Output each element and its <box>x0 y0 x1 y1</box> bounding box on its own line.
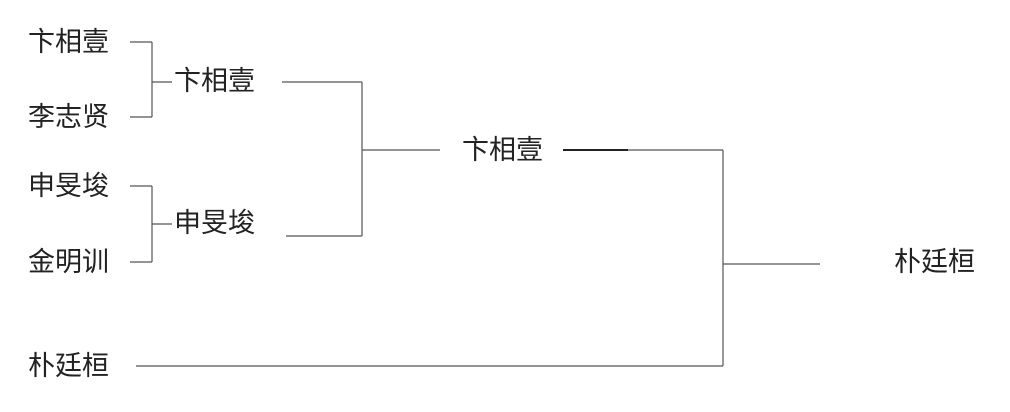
winner-semifinal: 卞相壹 <box>462 135 543 166</box>
winner-r2-bot: 申旻埈 <box>174 208 255 239</box>
champion: 朴廷桓 <box>894 247 975 278</box>
winner-r2-top: 卞相壹 <box>174 66 255 97</box>
player-seed: 朴廷桓 <box>28 351 109 382</box>
player-r1-top-a: 卞相壹 <box>28 27 109 58</box>
player-r1-top-b: 李志贤 <box>28 102 109 133</box>
player-r1-bot-a: 申旻埈 <box>28 171 109 202</box>
player-r1-bot-b: 金明训 <box>28 247 109 278</box>
